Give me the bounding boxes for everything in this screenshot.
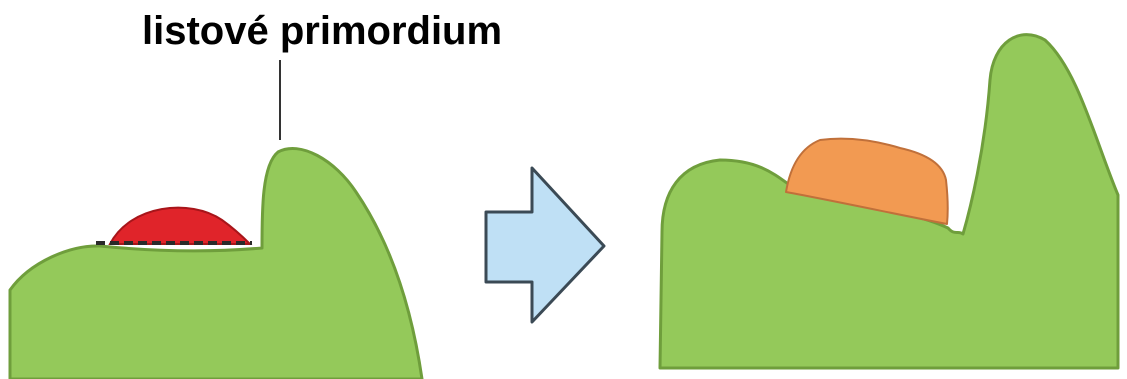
early-tissue [10, 148, 422, 379]
right-block-arrow-icon [486, 168, 604, 322]
early-stage-shoot-apex [10, 148, 422, 379]
late-stage-shoot-apex [660, 35, 1118, 368]
early-primordium [110, 208, 250, 244]
primordium-label: listové primordium [142, 9, 502, 53]
